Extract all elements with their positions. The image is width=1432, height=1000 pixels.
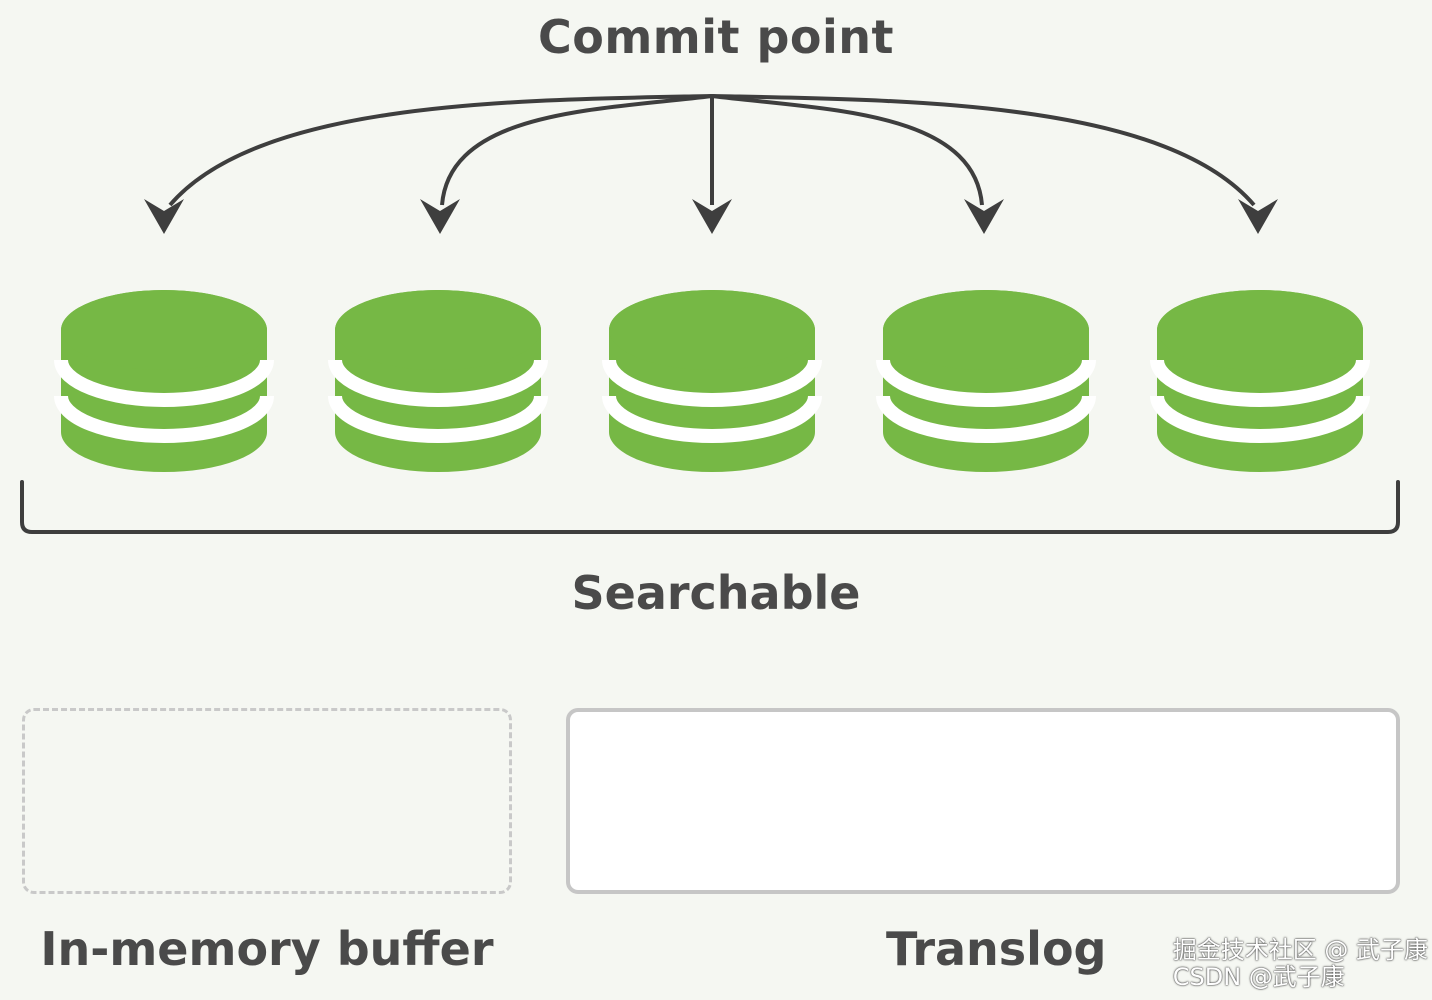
arrow-down-icon: [144, 199, 184, 234]
translog-label: Translog: [886, 922, 1107, 976]
watermark: 掘金技术社区 @ 武子康 CSDN @武子康: [1173, 937, 1428, 990]
watermark-text: 掘金技术社区 @ 武子康 CSDN @武子康: [1172, 936, 1428, 991]
database-cylinder-icon: [328, 290, 548, 472]
commit-arrow-line: [440, 94, 713, 206]
commit-arrow-line: [711, 94, 1256, 207]
translog-box: [566, 708, 1400, 894]
searchable-bracket: [20, 480, 1400, 534]
arrow-down-icon: [1238, 199, 1278, 234]
database-cylinder-icon: [876, 290, 1096, 472]
database-cylinder-icon: [54, 290, 274, 472]
arrow-down-icon: [420, 199, 460, 234]
commit-arrow-line: [168, 94, 713, 207]
arrow-down-icon: [692, 199, 732, 234]
segments-group: [54, 290, 1370, 472]
in-memory-buffer-label: In-memory buffer: [40, 922, 494, 976]
arrow-down-icon: [964, 199, 1004, 234]
commit-arrows: [144, 94, 1278, 234]
commit-arrow-line: [711, 94, 984, 206]
commit-point-label: Commit point: [537, 10, 895, 64]
database-cylinder-icon: [1150, 290, 1370, 472]
searchable-label: Searchable: [571, 566, 861, 620]
database-cylinder-icon: [602, 290, 822, 472]
in-memory-buffer-box: [22, 708, 512, 894]
